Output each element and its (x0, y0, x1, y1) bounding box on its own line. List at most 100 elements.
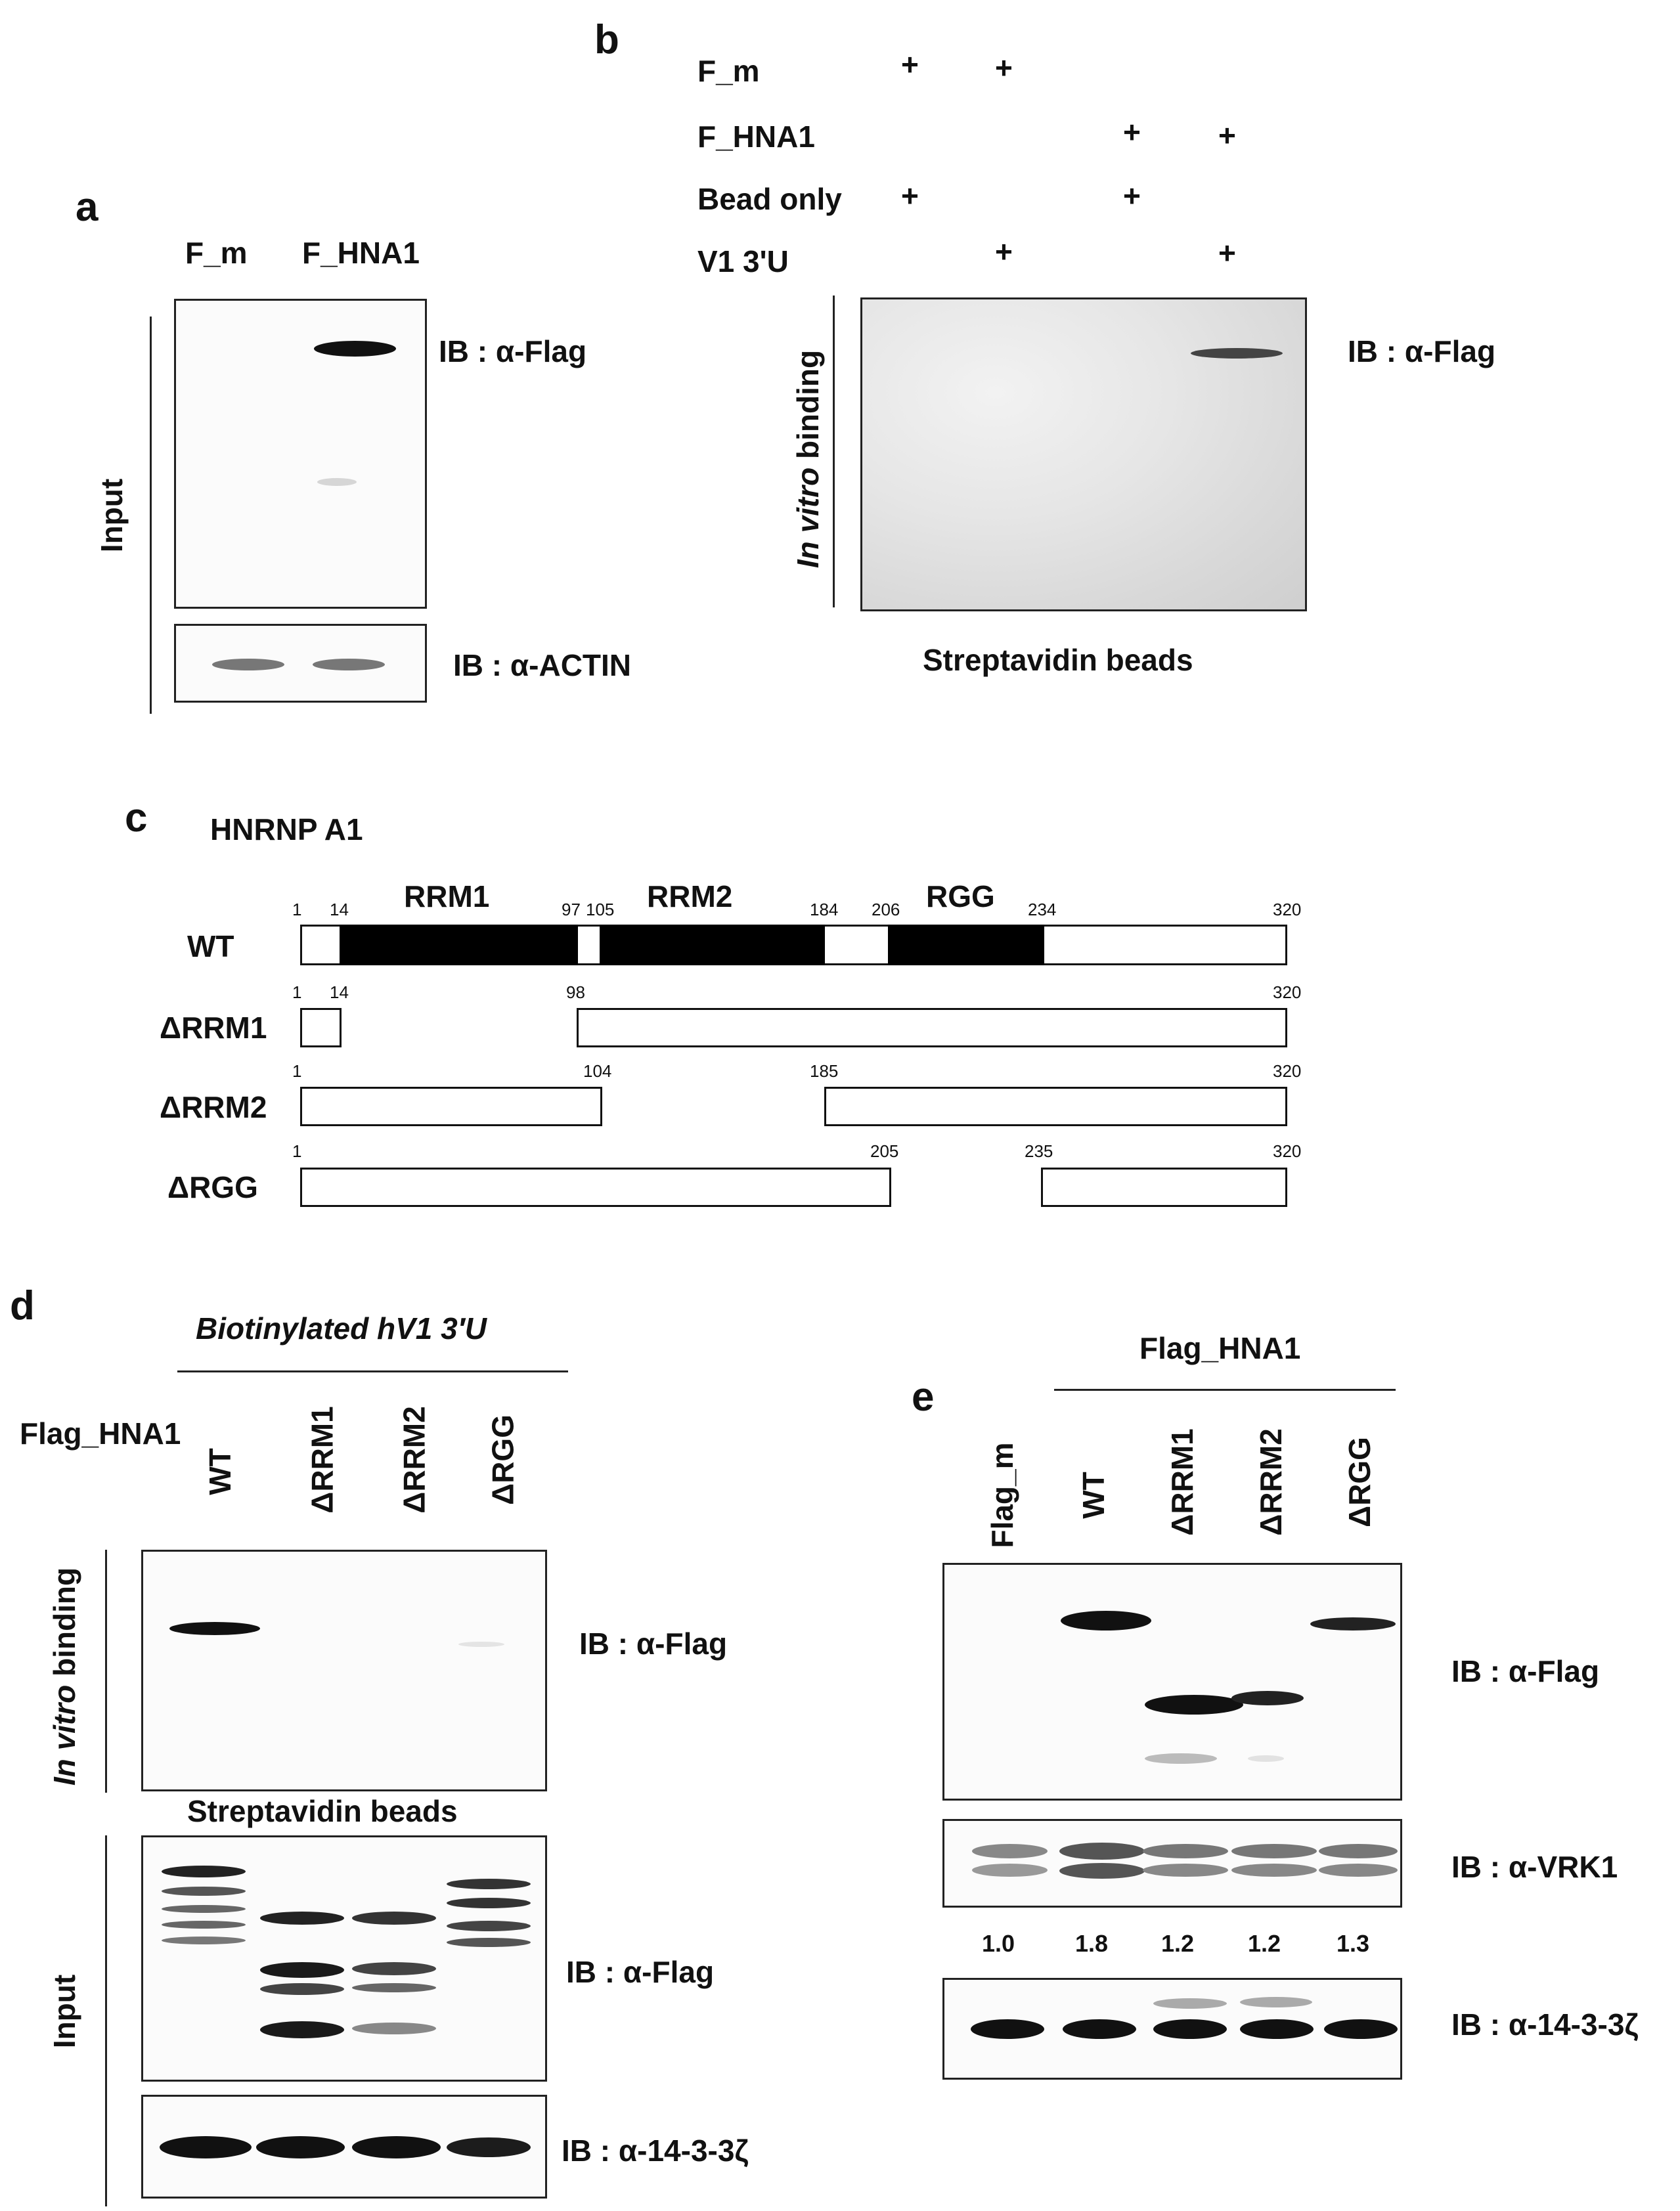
e-flag-band-drrm2-faint (1248, 1755, 1284, 1762)
e-quant-3: 1.2 (1161, 1930, 1195, 1957)
domain-label-rgg: RGG (926, 879, 995, 913)
d-input-wt-band-4 (162, 1921, 246, 1929)
panel-b-bracket (833, 296, 835, 607)
panel-a-ib-actin-label: IB : α-ACTIN (453, 648, 632, 682)
d-input-wt-band-1 (162, 1866, 246, 1877)
d-input-wt-band-3 (162, 1905, 246, 1913)
panel-a-input-label: Input (95, 478, 129, 553)
construct-drrm2-name: ΔRRM2 (160, 1090, 267, 1124)
panel-b-row-label-v1-3u: V1 3'U (697, 244, 789, 278)
drgg-num-320: 320 (1273, 1141, 1302, 1161)
wt-num-206: 206 (872, 900, 900, 919)
panel-c-title: HNRNP A1 (210, 812, 363, 846)
panel-d-ib-1433-label: IB : α-14-3-3ζ (562, 2134, 749, 2168)
panel-a-faint-band (317, 478, 357, 486)
e-vrk1-band-4a (1231, 1844, 1317, 1858)
panel-e-ib-vrk1-label: IB : α-VRK1 (1451, 1850, 1618, 1884)
panel-e-lane-drrm1: ΔRRM1 (1165, 1428, 1199, 1536)
panel-c-letter: c (125, 795, 148, 841)
drrm1-num-1: 1 (292, 982, 302, 1002)
panel-b-mark-r2-l4: + (1218, 118, 1236, 152)
e-1433-extra-band-4 (1240, 1997, 1312, 2007)
panel-a-flag-band (314, 341, 396, 357)
e-1433-band-3 (1153, 2019, 1227, 2039)
panel-e-lane-drrm2: ΔRRM2 (1254, 1428, 1288, 1536)
panel-a-actin-band-2 (313, 659, 385, 670)
d-input-drgg-band-3 (447, 1921, 531, 1931)
panel-d-binding-blot (141, 1550, 547, 1791)
construct-wt-rrm1-block (340, 925, 578, 965)
panel-b-mark-r3-l3: + (1123, 179, 1141, 213)
panel-e-vrk1-blot (942, 1819, 1402, 1908)
construct-drgg-seg-1 (300, 1168, 891, 1207)
panel-a-actin-blot (174, 624, 427, 703)
domain-label-rrm1: RRM1 (404, 879, 490, 913)
panel-d-1433-blot (141, 2095, 547, 2199)
e-flag-band-wt (1061, 1611, 1151, 1631)
panel-a-ib-flag-label: IB : α-Flag (439, 334, 587, 368)
e-quant-5: 1.3 (1337, 1930, 1370, 1957)
panel-d-ib-flag-label-bottom: IB : α-Flag (566, 1955, 715, 1989)
panel-d-top-bracket (105, 1550, 107, 1793)
d-input-drrm2-band-3 (352, 1983, 436, 1992)
e-quant-2: 1.8 (1075, 1930, 1109, 1957)
panel-b-mark-r2-l3: + (1123, 115, 1141, 149)
e-vrk1-band-2b (1059, 1863, 1145, 1879)
e-vrk1-band-1b (972, 1864, 1048, 1877)
drgg-num-1: 1 (292, 1141, 302, 1161)
panel-d-input-label: Input (47, 1974, 81, 2049)
panel-b-mark-r4-l2: + (995, 234, 1013, 269)
panel-b-row-label-f-m: F_m (697, 54, 760, 88)
e-1433-band-1 (971, 2019, 1044, 2039)
e-1433-band-2 (1063, 2019, 1136, 2039)
panel-d-input-bracket (105, 1835, 107, 2206)
wt-num-14: 14 (330, 900, 349, 919)
construct-drrm2-seg-1 (300, 1087, 602, 1126)
panel-b-mark-r1-l2: + (995, 51, 1013, 85)
e-vrk1-band-3b (1143, 1864, 1228, 1877)
panel-d-lane-drrm1: ΔRRM1 (305, 1406, 340, 1514)
e-1433-band-5 (1324, 2019, 1398, 2039)
drrm1-num-320: 320 (1273, 982, 1302, 1002)
wt-num-320: 320 (1273, 900, 1302, 919)
panel-d-streptavidin-label: Streptavidin beads (187, 1794, 458, 1828)
panel-b-mark-r1-l1: + (901, 47, 919, 81)
construct-drgg-name: ΔRGG (167, 1170, 258, 1204)
wt-num-105: 105 (586, 900, 615, 919)
panel-d-header-line (177, 1370, 568, 1372)
drrm1-num-98: 98 (566, 982, 585, 1002)
construct-drrm1-seg-1 (300, 1008, 342, 1047)
domain-label-rrm2: RRM2 (647, 879, 733, 913)
d-1433-band-3 (352, 2136, 441, 2158)
e-flag-band-drrm2 (1231, 1691, 1304, 1705)
panel-e-1433-blot (942, 1978, 1402, 2080)
d-input-wt-band-5 (162, 1937, 246, 1944)
panel-b-row-label-bead-only: Bead only (697, 182, 842, 216)
e-1433-extra-band-3 (1153, 1998, 1227, 2009)
d-input-drgg-band-2 (447, 1898, 531, 1908)
drrm2-num-320: 320 (1273, 1061, 1302, 1081)
panel-b-side-label-rest: binding (791, 349, 825, 468)
panel-d-top-side-rest: binding (47, 1567, 81, 1685)
d-input-drrm1-band-2 (260, 1962, 344, 1978)
panel-b-mark-r3-l1: + (901, 179, 919, 213)
panel-a-letter: a (76, 185, 99, 230)
panel-a-lane-f-hna1: F_HNA1 (302, 236, 420, 270)
panel-a-lane-f-m: F_m (185, 236, 248, 270)
construct-wt-rrm2-block (600, 925, 825, 965)
panel-a-flag-blot (174, 299, 427, 609)
panel-d-header: Biotinylated hV1 3′U (196, 1311, 487, 1346)
construct-wt-rgg-block (888, 925, 1044, 965)
e-flag-band-drrm1-faint (1145, 1753, 1217, 1764)
e-vrk1-band-5b (1319, 1864, 1398, 1877)
panel-e-ib-flag-label: IB : α-Flag (1451, 1654, 1600, 1688)
construct-drrm1-name: ΔRRM1 (160, 1011, 267, 1045)
e-vrk1-band-2a (1059, 1843, 1145, 1860)
e-vrk1-band-3a (1143, 1844, 1228, 1858)
e-flag-band-drgg (1310, 1617, 1396, 1631)
panel-b-flag-band (1191, 348, 1283, 359)
panel-d-lane-drgg: ΔRGG (485, 1414, 520, 1505)
panel-d-ib-flag-label-top: IB : α-Flag (579, 1627, 728, 1661)
drrm2-num-1: 1 (292, 1061, 302, 1081)
